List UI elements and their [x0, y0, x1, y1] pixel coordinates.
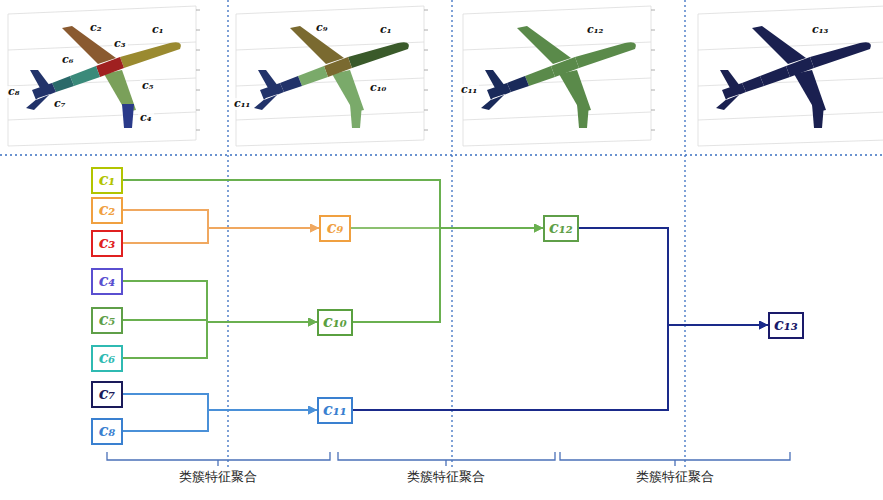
airplane-panel: [463, 6, 655, 146]
cluster-box: c₁: [91, 167, 123, 194]
cluster-box: c₄: [91, 268, 123, 295]
cluster-callout: c₁₁: [232, 98, 252, 110]
cluster-callout: c₉: [314, 22, 330, 34]
cluster-box: c₁₃: [768, 312, 804, 339]
cluster-label: c₁₀: [323, 314, 347, 330]
airplane-panel: [236, 6, 428, 146]
cluster-callout: c₁: [150, 24, 166, 36]
cluster-callout: c₁₀: [368, 82, 388, 94]
cluster-box: c₁₂: [543, 215, 579, 242]
cluster-callout: c₄: [138, 112, 154, 124]
cluster-label: c₁₂: [549, 220, 573, 236]
aggregation-connector: [353, 325, 768, 410]
cluster-label: c₁₃: [774, 317, 798, 333]
cluster-callout: c₁₂: [585, 24, 605, 36]
airplane-panel: [8, 6, 200, 146]
cluster-label: c₁: [99, 172, 116, 188]
aggregation-connector: [123, 210, 319, 228]
cluster-box: c₃: [91, 230, 123, 257]
cluster-callout: c₈: [6, 86, 22, 98]
bracket: [107, 452, 790, 466]
aggregation-connector: [579, 228, 768, 325]
cluster-callout: c₃: [112, 38, 128, 50]
cluster-box: c₈: [91, 418, 123, 445]
aggregation-connector: [123, 394, 317, 410]
cluster-label: c₁₁: [323, 402, 347, 418]
cluster-box: c₉: [319, 215, 351, 242]
cluster-label: c₂: [99, 202, 116, 218]
cluster-label: c₇: [99, 386, 116, 402]
cluster-callout: c₁₃: [810, 24, 830, 36]
cluster-box: c₂: [91, 197, 123, 224]
aggregation-connector: [353, 228, 543, 322]
cluster-label: c₅: [99, 312, 116, 328]
cluster-label: c₉: [327, 220, 344, 236]
cluster-callout: c₅: [140, 80, 156, 92]
cluster-label: c₃: [99, 235, 116, 251]
airplane-panel: [698, 6, 883, 146]
cluster-box: c₆: [91, 345, 123, 372]
cluster-callout: c₁: [378, 24, 394, 36]
cluster-box: c₁₀: [317, 309, 353, 336]
aggregation-connector: [123, 228, 319, 243]
aggregation-connector: [123, 322, 317, 358]
cluster-callout: c₁₁: [459, 84, 479, 96]
cluster-label: c₈: [99, 423, 116, 439]
cluster-box: c₅: [91, 307, 123, 334]
cluster-box: c₇: [91, 381, 123, 408]
cluster-callout: c₆: [60, 54, 76, 66]
stage-caption: 类簇特征聚合: [633, 470, 717, 484]
cluster-label: c₆: [99, 350, 116, 366]
cluster-callout: c₇: [52, 98, 68, 110]
aggregation-connector: [123, 410, 317, 431]
cluster-callout: c₂: [88, 22, 104, 34]
dotted-separator: [0, 0, 883, 468]
stage-caption: 类簇特征聚合: [404, 470, 488, 484]
cluster-box: c₁₁: [317, 397, 353, 424]
aggregation-connector: [123, 281, 317, 322]
stage-caption: 类簇特征聚合: [176, 470, 260, 484]
cluster-label: c₄: [99, 273, 116, 289]
